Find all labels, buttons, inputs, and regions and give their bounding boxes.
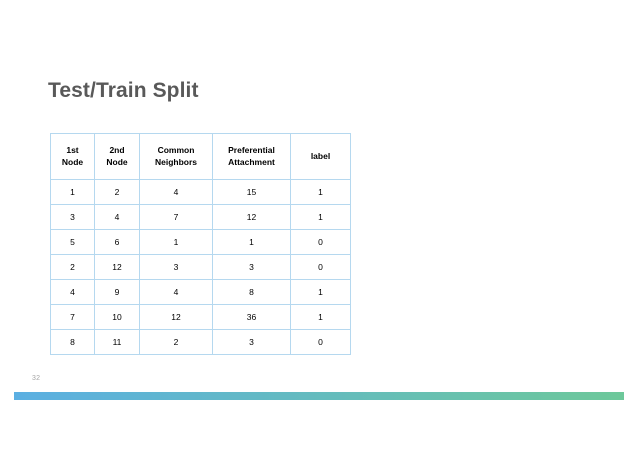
column-header-node2-line1: 2nd	[109, 145, 125, 156]
cell-label: 1	[290, 304, 351, 330]
cell-node1: 3	[50, 204, 95, 230]
column-header-common-neighbors-line1: Common	[157, 145, 195, 156]
cell-node2: 11	[94, 329, 140, 355]
cell-node2: 12	[94, 254, 140, 280]
cell-label: 0	[290, 254, 351, 280]
column-header-node1-line1: 1st	[66, 145, 79, 156]
column-header-preferential-attachment: Preferential Attachment	[212, 133, 291, 180]
table-header-row: 1st Node 2nd Node Common Neighbors Prefe…	[50, 133, 351, 180]
feature-table-container: 1st Node 2nd Node Common Neighbors Prefe…	[50, 133, 351, 355]
column-header-common-neighbors: Common Neighbors	[139, 133, 213, 180]
cell-preferential-attachment: 8	[212, 279, 291, 305]
cell-node1: 1	[50, 179, 95, 205]
cell-label: 1	[290, 279, 351, 305]
cell-node2: 9	[94, 279, 140, 305]
cell-common-neighbors: 7	[139, 204, 213, 230]
cell-common-neighbors: 2	[139, 329, 213, 355]
cell-preferential-attachment: 12	[212, 204, 291, 230]
cell-common-neighbors: 4	[139, 279, 213, 305]
cell-preferential-attachment: 3	[212, 329, 291, 355]
table-row: 4 9 4 8 1	[50, 279, 351, 305]
column-header-preferential-attachment-line2: Attachment	[228, 156, 275, 167]
column-header-common-neighbors-line2: Neighbors	[154, 156, 198, 167]
cell-preferential-attachment: 1	[212, 229, 291, 255]
column-header-preferential-attachment-line1: Preferential	[228, 145, 275, 156]
column-header-node1: 1st Node	[50, 133, 95, 180]
footer-accent-bar	[14, 392, 624, 400]
table-row: 3 4 7 12 1	[50, 204, 351, 230]
table-header: 1st Node 2nd Node Common Neighbors Prefe…	[50, 133, 351, 180]
cell-common-neighbors: 4	[139, 179, 213, 205]
cell-node1: 8	[50, 329, 95, 355]
cell-node2: 10	[94, 304, 140, 330]
cell-node1: 2	[50, 254, 95, 280]
table-row: 2 12 3 3 0	[50, 254, 351, 280]
table-row: 8 11 2 3 0	[50, 329, 351, 355]
cell-node2: 4	[94, 204, 140, 230]
cell-node1: 5	[50, 229, 95, 255]
cell-node2: 6	[94, 229, 140, 255]
cell-label: 0	[290, 329, 351, 355]
cell-node2: 2	[94, 179, 140, 205]
column-header-node1-line2: Node	[61, 156, 84, 167]
page-number: 32	[32, 375, 41, 382]
table-body: 1 2 4 15 1 3 4 7 12 1 5 6 1 1	[50, 179, 351, 355]
table-row: 5 6 1 1 0	[50, 229, 351, 255]
column-header-label: label	[290, 133, 351, 180]
cell-label: 0	[290, 229, 351, 255]
cell-preferential-attachment: 15	[212, 179, 291, 205]
table-row: 1 2 4 15 1	[50, 179, 351, 205]
cell-label: 1	[290, 204, 351, 230]
cell-node1: 4	[50, 279, 95, 305]
cell-common-neighbors: 12	[139, 304, 213, 330]
column-header-label-line1: label	[310, 150, 331, 161]
page-title: Test/Train Split	[48, 79, 199, 102]
cell-label: 1	[290, 179, 351, 205]
cell-common-neighbors: 3	[139, 254, 213, 280]
cell-preferential-attachment: 36	[212, 304, 291, 330]
feature-table: 1st Node 2nd Node Common Neighbors Prefe…	[50, 133, 351, 355]
column-header-node2: 2nd Node	[94, 133, 140, 180]
cell-common-neighbors: 1	[139, 229, 213, 255]
column-header-node2-line2: Node	[106, 156, 128, 167]
cell-preferential-attachment: 3	[212, 254, 291, 280]
cell-node1: 7	[50, 304, 95, 330]
table-row: 7 10 12 36 1	[50, 304, 351, 330]
